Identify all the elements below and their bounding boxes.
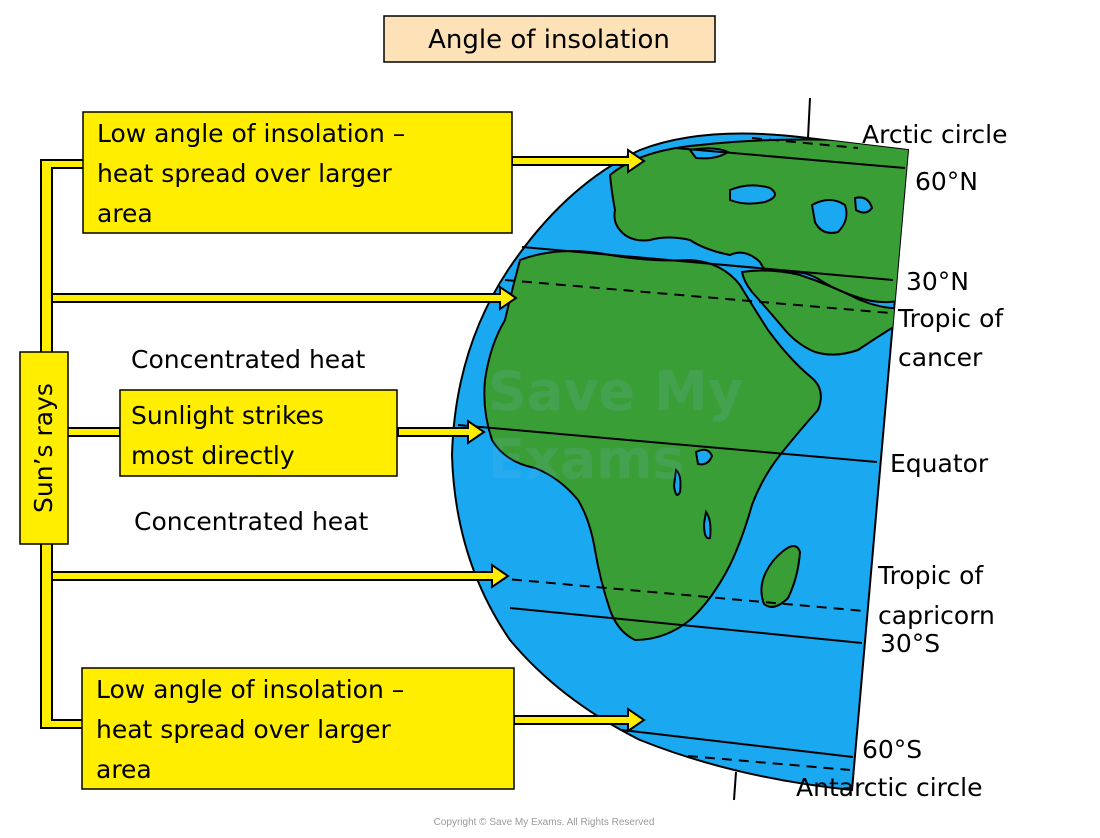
title-text: Angle of insolation [428, 25, 670, 55]
label-tropic-cancer-line-1: Tropic of [897, 304, 1004, 333]
lake-malawi [702, 509, 712, 540]
landmass-arabia [740, 269, 906, 356]
line-tropic-cancer [504, 279, 891, 314]
label-antarctic-circle: Antarctic circle [796, 773, 982, 802]
callout-middle-line-2: most directly [131, 441, 295, 470]
concentrated-heat-lower: Concentrated heat [134, 507, 369, 536]
sea-patch-2 [810, 199, 848, 234]
callout-middle-line-1: Sunlight strikes [131, 401, 324, 430]
line-60n [674, 147, 906, 169]
arrow-lower-mid [51, 563, 510, 589]
landmass-africa [483, 250, 822, 642]
label-tropic-capricorn-line-1: Tropic of [877, 561, 984, 590]
callout-bottom: Low angle of insolation – heat spread ov… [81, 667, 515, 790]
axis-bottom [733, 771, 737, 801]
line-equator [457, 424, 878, 463]
label-60s: 60°S [862, 735, 922, 764]
arrow-bottom [513, 707, 646, 733]
suns-rays-box: Sun’s rays [19, 351, 69, 545]
label-30s: 30°S [880, 629, 940, 658]
arrow-top [511, 148, 646, 174]
callout-top: Low angle of insolation – heat spread ov… [82, 111, 513, 234]
concentrated-heat-upper: Concentrated heat [131, 345, 366, 374]
line-tropic-capricorn [494, 577, 865, 612]
suns-rays-label: Sun’s rays [29, 383, 58, 513]
label-equator: Equator [890, 449, 989, 478]
label-arctic-circle: Arctic circle [862, 120, 1008, 149]
latitude-lines [457, 137, 906, 771]
line-30s [509, 607, 863, 644]
watermark-line-2: Exams [488, 428, 685, 491]
watermark-line-1: Save My [488, 360, 743, 423]
callout-middle: Sunlight strikes most directly [119, 389, 398, 477]
line-60s [621, 729, 854, 758]
watermark: Save My Exams [488, 360, 743, 491]
landmass-madagascar [760, 545, 802, 608]
copyright-text: Copyright © Save My Exams. All Rights Re… [434, 817, 655, 828]
globe [450, 97, 910, 801]
arrow-middle [397, 419, 486, 445]
callout-top-line-3: area [97, 199, 153, 228]
line-arctic-circle [751, 137, 859, 149]
title-box: Angle of insolation [383, 15, 716, 63]
label-tropic-capricorn-line-2: capricorn [878, 601, 995, 630]
callout-bottom-line-2: heat spread over larger [96, 715, 391, 744]
sea-patch-3 [853, 196, 874, 214]
label-tropic-cancer-line-2: cancer [898, 343, 983, 372]
lake-tanganyika [672, 468, 682, 496]
lake-victoria [694, 448, 714, 466]
callout-bottom-line-3: area [96, 755, 152, 784]
ray-arrows [51, 148, 646, 733]
label-60n: 60°N [915, 167, 978, 196]
sea-patch-1 [729, 184, 776, 205]
latitude-labels: Arctic circle 60°N 30°N Tropic of cancer… [796, 120, 1008, 802]
axis-top [807, 97, 811, 139]
callout-top-line-1: Low angle of insolation – [97, 119, 405, 148]
callout-bottom-line-1: Low angle of insolation – [96, 675, 404, 704]
callout-top-line-2: heat spread over larger [97, 159, 392, 188]
label-30n: 30°N [906, 267, 969, 296]
line-30n [521, 246, 894, 281]
arrow-upper-mid [51, 285, 518, 311]
